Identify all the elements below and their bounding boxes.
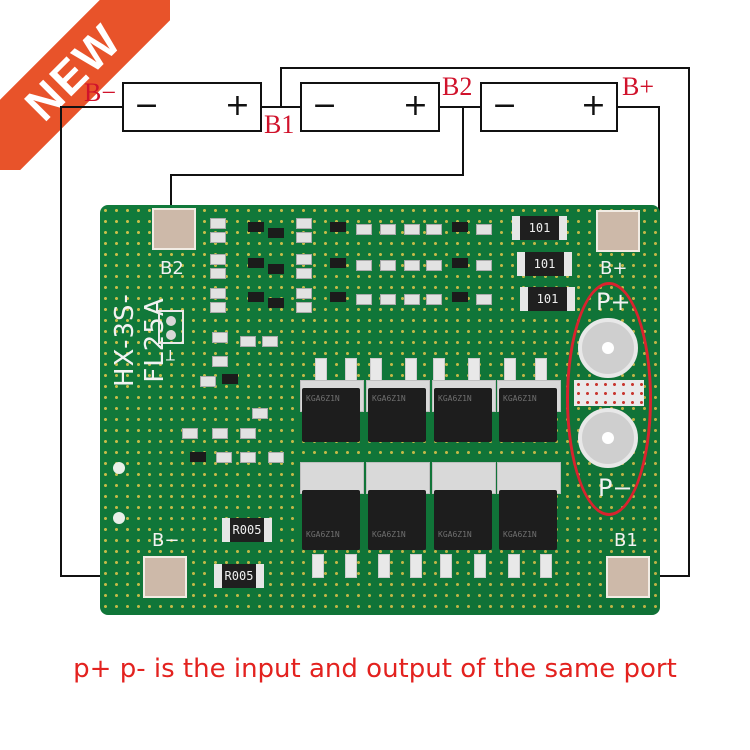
pad-b1-label: B1: [614, 530, 638, 551]
battery-cell-3: − +: [480, 82, 618, 132]
wire: [440, 106, 480, 108]
mount-hole: [113, 462, 125, 474]
cell-2-negative: −: [312, 88, 338, 123]
mosfet-marking: KGA6Z1N: [306, 530, 340, 539]
label-b-plus: B+: [622, 72, 655, 101]
pad-b2: [152, 208, 196, 250]
wire: [60, 106, 62, 576]
t-mark: T: [166, 346, 175, 362]
cell-3-positive: +: [580, 88, 606, 123]
cell-1-positive: +: [224, 88, 250, 123]
wire: [170, 174, 172, 214]
cell-3-negative: −: [492, 88, 518, 123]
mosfet: KGA6Z1N: [302, 388, 360, 442]
t-terminal: [158, 310, 184, 344]
battery-cell-2: − +: [300, 82, 440, 132]
cell-2-positive: +: [402, 88, 428, 123]
mosfet: KGA6Z1N: [368, 388, 426, 442]
wire: [280, 67, 690, 69]
label-b1: B1: [264, 110, 295, 139]
resistor-r005: R005: [222, 518, 272, 542]
resistor-101: 101: [517, 252, 572, 276]
wire: [60, 106, 122, 108]
wire: [170, 174, 464, 176]
mosfet-marking: KGA6Z1N: [438, 530, 472, 539]
pad-b-minus: [143, 556, 187, 598]
wire: [262, 106, 300, 108]
resistor-101: 101: [512, 216, 567, 240]
mosfet-marking: KGA6Z1N: [372, 394, 406, 403]
wire: [280, 67, 282, 107]
pad-b-minus-label: B−: [152, 530, 180, 551]
mosfet: KGA6Z1N: [499, 490, 557, 550]
mosfet-marking: KGA6Z1N: [503, 530, 537, 539]
resistor-r005: R005: [214, 564, 264, 588]
pad-b1: [606, 556, 650, 598]
mount-hole: [113, 512, 125, 524]
mosfet: KGA6Z1N: [302, 490, 360, 550]
resistor-101: 101: [520, 287, 575, 311]
mosfet-marking: KGA6Z1N: [503, 394, 537, 403]
wire: [618, 106, 660, 108]
mosfet: KGA6Z1N: [368, 490, 426, 550]
mosfet: KGA6Z1N: [434, 388, 492, 442]
mosfet: KGA6Z1N: [499, 388, 557, 442]
label-b2: B2: [442, 72, 473, 101]
pad-b2-label: B2: [160, 258, 184, 279]
wire: [462, 106, 464, 176]
mosfet-marking: KGA6Z1N: [306, 394, 340, 403]
caption-text: p+ p- is the input and output of the sam…: [73, 654, 677, 684]
wire: [688, 67, 690, 577]
mosfet: KGA6Z1N: [434, 490, 492, 550]
wire: [658, 106, 660, 234]
pad-b-plus-label: B+: [600, 258, 628, 279]
mosfet-marking: KGA6Z1N: [438, 394, 472, 403]
mosfet-marking: KGA6Z1N: [372, 530, 406, 539]
cell-1-negative: −: [134, 88, 160, 123]
battery-cell-1: − +: [122, 82, 262, 132]
highlight-oval: [566, 282, 652, 516]
pad-b-plus: [596, 210, 640, 252]
wire: [655, 575, 690, 577]
label-b-minus: B−: [84, 78, 117, 107]
